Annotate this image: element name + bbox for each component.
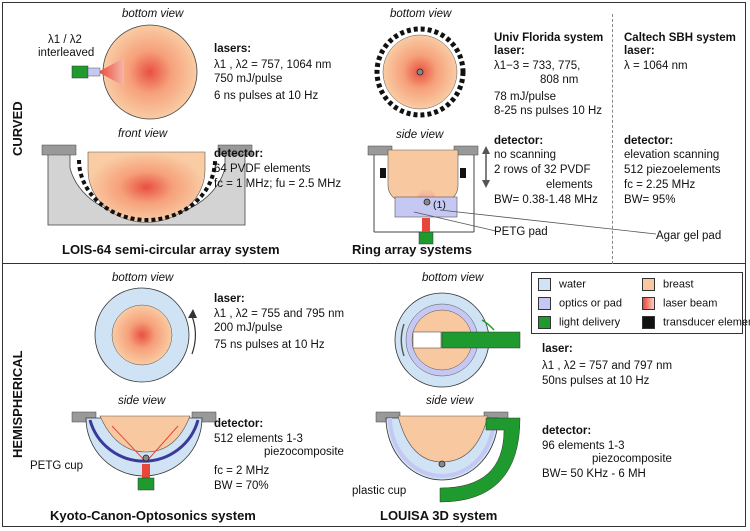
kyoto-laser-line3: 75 ns pulses at 10 Hz	[214, 339, 325, 351]
florida-laser-line2: 808 nm	[540, 74, 579, 86]
legend-label-laser-beam: laser beam	[663, 297, 718, 310]
florida-heading: Univ Florida system	[494, 32, 604, 44]
lois-detector-line2: fc = 1 MHz; fu = 2.5 MHz	[214, 178, 342, 190]
ring-side-view	[367, 145, 657, 245]
lois-interleaved-label: interleaved	[38, 47, 95, 59]
florida-laser-line1: λ1−3 = 733, 775,	[494, 60, 581, 72]
louisa-system-name: LOUISA 3D system	[380, 508, 498, 523]
kyoto-bottom-view-caption: bottom view	[112, 272, 174, 284]
kyoto-detector-line1: 512 elements 1-3	[214, 433, 303, 445]
kyoto-petg-cup-label: PETG cup	[30, 460, 84, 472]
louisa-laser-line2: 50ns pulses at 10 Hz	[542, 375, 650, 387]
kyoto-detector-line4: BW = 70%	[214, 480, 269, 492]
caltech-detector-heading: detector:	[624, 135, 674, 147]
louisa-side-view	[375, 411, 521, 503]
ring-system-name: Ring array systems	[352, 242, 472, 257]
louisa-side-view-caption: side view	[426, 395, 474, 407]
caltech-laser-heading: laser:	[624, 45, 655, 57]
louisa-laser-heading: laser:	[542, 343, 573, 355]
florida-laser-line3: 78 mJ/pulse	[494, 91, 557, 103]
louisa-detector-line2: piezocomposite	[592, 453, 672, 465]
legend-label-breast: breast	[663, 278, 694, 291]
kyoto-laser-line1: λ1 , λ2 = 755 and 795 nm	[214, 308, 345, 320]
lois-lasers-heading: lasers:	[214, 43, 252, 55]
section-label-curved: CURVED	[10, 101, 25, 156]
lois-system-name: LOIS-64 semi-circular array system	[62, 242, 280, 257]
legend-item-breast: breast	[642, 278, 694, 291]
ring-label-1: (1)	[433, 199, 446, 211]
lois-bottom-view	[71, 24, 200, 120]
florida-detector-heading: detector:	[494, 135, 544, 147]
legend-label-transducer: transducer element	[663, 316, 750, 329]
lois-front-view	[41, 144, 253, 226]
louisa-detector-line3: BW= 50 KHz - 6 MH	[542, 468, 646, 480]
kyoto-side-view-caption: side view	[118, 395, 166, 407]
legend-swatch-breast	[642, 278, 655, 291]
lois-laser-fan	[98, 58, 124, 86]
legend-item-transducer: transducer element	[642, 316, 750, 329]
kyoto-detector-heading: detector:	[214, 418, 264, 430]
ring-bottom-view	[374, 26, 466, 118]
legend-item-light-delivery: light delivery	[538, 316, 620, 329]
lois-linear-transducer-array	[150, 28, 200, 116]
section-label-hemispherical: HEMISPHERICAL	[10, 350, 25, 458]
louisa-bottom-view	[394, 292, 521, 388]
legend-item-water: water	[538, 278, 586, 291]
caltech-laser-line1: λ = 1064 nm	[624, 60, 688, 72]
legend-swatch-water	[538, 278, 551, 291]
lois-interleaved-lambda: λ1 / λ2	[48, 34, 82, 46]
louisa-detector-line1: 96 elements 1-3	[542, 440, 625, 452]
florida-laser-heading: laser:	[494, 45, 525, 57]
lois-lasers-line3: 6 ns pulses at 10 Hz	[214, 90, 319, 102]
lois-bottom-view-caption: bottom view	[122, 8, 184, 20]
kyoto-bottom-view	[94, 287, 197, 383]
lois-light-delivery	[71, 65, 89, 79]
louisa-detector-heading: detector:	[542, 425, 592, 437]
legend-label-light-delivery: light delivery	[559, 316, 621, 329]
legend-swatch-optics	[538, 297, 551, 310]
kyoto-detector-line2: piezocomposite	[264, 446, 344, 458]
legend-label-water: water	[559, 278, 586, 291]
florida-detector-line1: no scanning	[494, 149, 557, 161]
lois-optics	[87, 67, 101, 77]
kyoto-side-view	[71, 411, 217, 491]
caltech-detector-line1: elevation scanning	[624, 149, 720, 161]
caltech-detector-line4: BW= 95%	[624, 194, 676, 206]
section-divider	[2, 263, 746, 264]
legend-label-optics: optics or pad	[559, 297, 622, 310]
legend-swatch-light-delivery	[538, 316, 551, 329]
legend-item-optics: optics or pad	[538, 297, 622, 310]
legend-swatch-transducer	[642, 316, 655, 329]
lois-lasers-line1: λ1 , λ2 = 757, 1064 nm	[214, 59, 332, 71]
florida-detector-line3: elements	[546, 179, 593, 191]
legend-swatch-laser-beam	[642, 297, 655, 310]
kyoto-system-name: Kyoto-Canon-Optosonics system	[50, 508, 256, 523]
lois-detector-line1: 64 PVDF elements	[214, 163, 311, 175]
ring-bottom-view-caption: bottom view	[390, 8, 452, 20]
florida-detector-line2: 2 rows of 32 PVDF	[494, 164, 591, 176]
kyoto-laser-line2: 200 mJ/pulse	[214, 322, 283, 334]
ring-petg-pad-label: PETG pad	[494, 226, 548, 238]
louisa-plastic-cup-label: plastic cup	[352, 485, 407, 497]
system-divider-dashed	[612, 14, 613, 264]
lois-detector-heading: detector:	[214, 148, 264, 160]
louisa-bottom-view-caption: bottom view	[422, 272, 484, 284]
lois-lasers-line2: 750 mJ/pulse	[214, 73, 283, 85]
caltech-heading: Caltech SBH system	[624, 32, 736, 44]
ring-agar-pad-label: Agar gel pad	[656, 230, 722, 242]
kyoto-laser-heading: laser:	[214, 293, 245, 305]
ring-side-view-caption: side view	[396, 129, 444, 141]
florida-detector-line4: BW= 0.38-1.48 MHz	[494, 194, 598, 206]
legend-item-laser-beam: laser beam	[642, 297, 717, 310]
kyoto-detector-line3: fc = 2 MHz	[214, 465, 270, 477]
caltech-detector-line2: 512 piezoelements	[624, 164, 721, 176]
louisa-laser-line1: λ1 , λ2 = 757 and 797 nm	[542, 360, 673, 372]
caltech-detector-line3: fc = 2.25 MHz	[624, 179, 696, 191]
legend-box: water breast optics or pad laser beam li…	[531, 272, 750, 334]
lois-front-view-caption: front view	[118, 128, 168, 140]
florida-laser-line4: 8-25 ns pulses 10 Hz	[494, 105, 603, 117]
